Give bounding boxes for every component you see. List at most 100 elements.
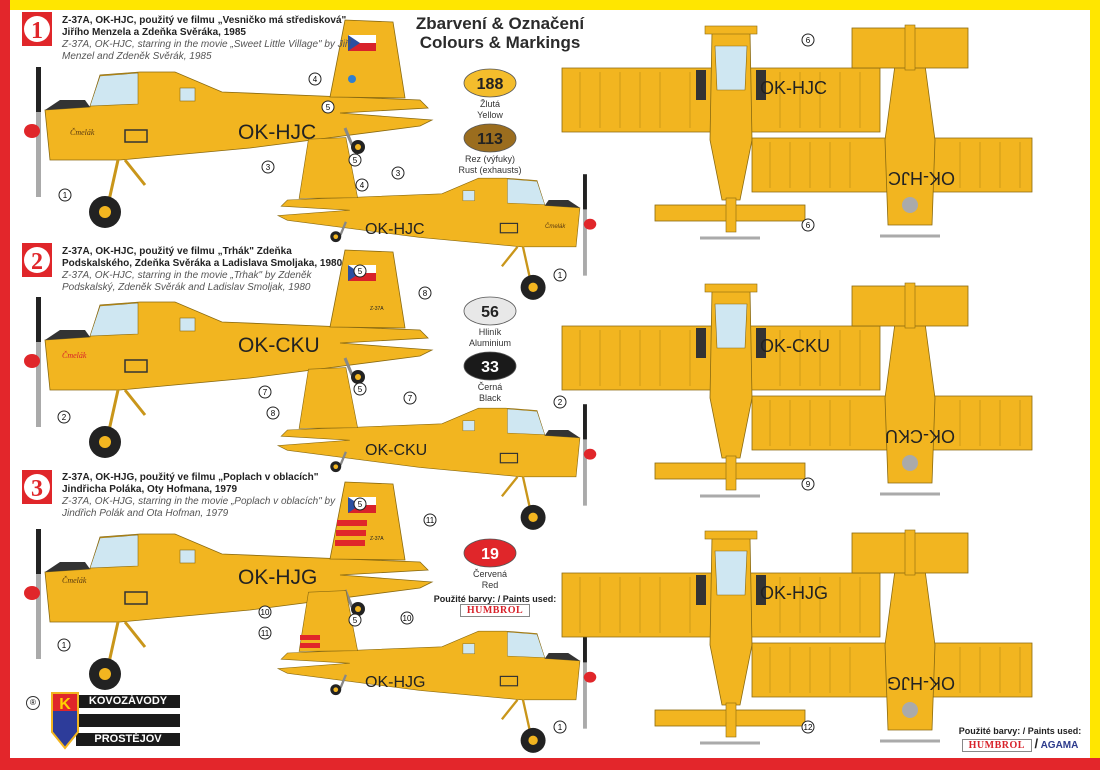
- colour-name-en: Red: [482, 580, 499, 590]
- fin-code: Z-37A: [370, 306, 384, 312]
- paints-label: Použité barvy: / Paints used:: [958, 726, 1082, 736]
- callout-number: 1: [558, 271, 563, 280]
- border-top: [0, 0, 1100, 10]
- brand-separator: /: [1034, 736, 1039, 751]
- paints-used-center: Použité barvy: / Paints used: HUMBROL: [420, 594, 570, 617]
- scheme-number: 1: [31, 18, 43, 44]
- emblem-icon: [348, 75, 356, 83]
- scheme-3-caption: Z-37A, OK-HJG, použitý ve filmu „Poplach…: [62, 472, 362, 520]
- registration: OK-HJG: [238, 566, 317, 589]
- colour-chip-113: [463, 123, 517, 153]
- callout-number: 7: [263, 388, 268, 397]
- nose-name: Čmelák: [545, 223, 566, 230]
- registration-under: OK-CKU: [885, 426, 955, 446]
- callout-number: 11: [261, 629, 270, 638]
- callout-number: 1: [558, 723, 563, 732]
- callout-number: 4: [360, 181, 365, 190]
- colour-chip-33: [463, 351, 517, 381]
- callout-number: 5: [358, 500, 363, 509]
- paints-label: Použité barvy: / Paints used:: [433, 594, 557, 604]
- registration-top: OK-HJG: [760, 583, 828, 603]
- callout-number: 2: [62, 413, 67, 422]
- callout-number: 6: [806, 221, 811, 230]
- colour-name-en: Aluminium: [469, 338, 511, 348]
- callout-number: 9: [806, 480, 811, 489]
- paints-used-corner: Použité barvy: / Paints used: HUMBROL / …: [955, 726, 1085, 752]
- callout-circle: [261, 160, 275, 174]
- callout-circle: [355, 178, 369, 192]
- callout-circle: [553, 395, 567, 409]
- logo-bottom-text: PROSTĚJOV: [76, 733, 180, 746]
- callout-number: 3: [266, 163, 271, 172]
- callout-number: 1: [62, 641, 67, 650]
- callout-number: 5: [353, 616, 358, 625]
- callout-number: 8: [271, 409, 276, 418]
- humbrol-logo: HUMBROL: [961, 739, 1032, 752]
- callout-number: 7: [408, 394, 413, 403]
- humbrol-logo: HUMBROL: [459, 604, 531, 617]
- caption-en: Menzel and Zdeněk Svěrák, 1985: [62, 51, 212, 62]
- agama-logo: AGAMA: [1040, 740, 1079, 751]
- callout-circle: [553, 720, 567, 734]
- callout-number: 8: [423, 289, 428, 298]
- callout-circle: [353, 497, 367, 511]
- colour-name-cz: Žlutá: [480, 99, 500, 109]
- caption-cz: Z-37A, OK-HJC, použitý ve filmu „Trhák" …: [62, 246, 292, 257]
- registration-under: OK-HJG: [887, 673, 955, 693]
- plan-views: [560, 281, 1034, 498]
- title-cz: Zbarvení & Označení: [415, 14, 585, 33]
- registration: OK-CKU: [238, 334, 320, 357]
- colour-name-en: Rust (exhausts): [458, 165, 521, 175]
- colour-chip-19: [463, 538, 517, 568]
- caption-cz: Podskalského, Zdeňka Svěráka a Ladislava…: [62, 258, 343, 269]
- callout-circle: [801, 720, 815, 734]
- registration: OK-HJC: [365, 221, 425, 238]
- callout-circle: [801, 33, 815, 47]
- colour-name-cz: Černá: [478, 382, 503, 392]
- scheme-2-caption: Z-37A, OK-HJC, použitý ve filmu „Trhák" …: [62, 246, 362, 294]
- registration: OK-HJG: [365, 674, 425, 691]
- page-title: Zbarvení & Označení Colours & Markings: [400, 14, 600, 52]
- registration-top: OK-CKU: [760, 336, 830, 356]
- logo-middle-bar: [76, 714, 180, 727]
- registration: OK-HJC: [238, 121, 316, 144]
- callout-number: 11: [426, 516, 435, 525]
- callout-number: 5: [353, 156, 358, 165]
- callout-circle: [308, 72, 322, 86]
- callout-number: 2: [558, 398, 563, 407]
- callout-circle: [321, 100, 335, 114]
- scheme-1: 1 OK-HJC Čmelák OK-HJC Čmelák OK-HJC OK-…: [22, 12, 1034, 302]
- colour-name-cz: Hliník: [479, 327, 502, 337]
- colour-chip-56: [463, 296, 517, 326]
- plan-views: [560, 528, 1034, 745]
- colour-code: 188: [477, 76, 504, 93]
- caption-cz: Z-37A, OK-HJG, použitý ve filmu „Poplach…: [62, 472, 319, 483]
- registered-mark: ®: [26, 696, 40, 710]
- scheme-1-caption: Z-37A, OK-HJC, použitý ve filmu „Vesničk…: [62, 15, 362, 63]
- callout-circle: [258, 605, 272, 619]
- border-bottom: [0, 758, 1100, 770]
- colour-name-en: Yellow: [477, 110, 503, 120]
- caption-en: Jindřich Polák and Ota Hofman, 1979: [62, 508, 229, 519]
- callout-number: 5: [358, 267, 363, 276]
- callout-circle: [348, 153, 362, 167]
- callout-number: 1: [63, 191, 68, 200]
- border-right: [1090, 0, 1100, 760]
- scheme-number: 2: [31, 249, 43, 275]
- logo-letter: K: [59, 696, 71, 713]
- callout-circle: [266, 406, 280, 420]
- logo-top-text: KOVOZÁVODY: [76, 695, 180, 708]
- callout-circle: [258, 385, 272, 399]
- caption-cz: Z-37A, OK-HJC, použitý ve filmu „Vesničk…: [62, 15, 347, 26]
- caption-cz: Jiřího Menzela a Zdeňka Svěráka, 1985: [62, 27, 246, 38]
- colour-name-cz: Rez (výfuky): [465, 154, 515, 164]
- kovozavody-logo: ® KOVOZÁVODY PROSTĚJOV K: [26, 692, 182, 750]
- callout-circle: [801, 477, 815, 491]
- callout-circle: [353, 382, 367, 396]
- colour-name-cz: Červená: [473, 569, 507, 579]
- colour-chip-188: [463, 68, 517, 98]
- caption-cz: Jindřicha Poláka, Oty Hofmana, 1979: [62, 484, 238, 495]
- callout-circle: [801, 218, 815, 232]
